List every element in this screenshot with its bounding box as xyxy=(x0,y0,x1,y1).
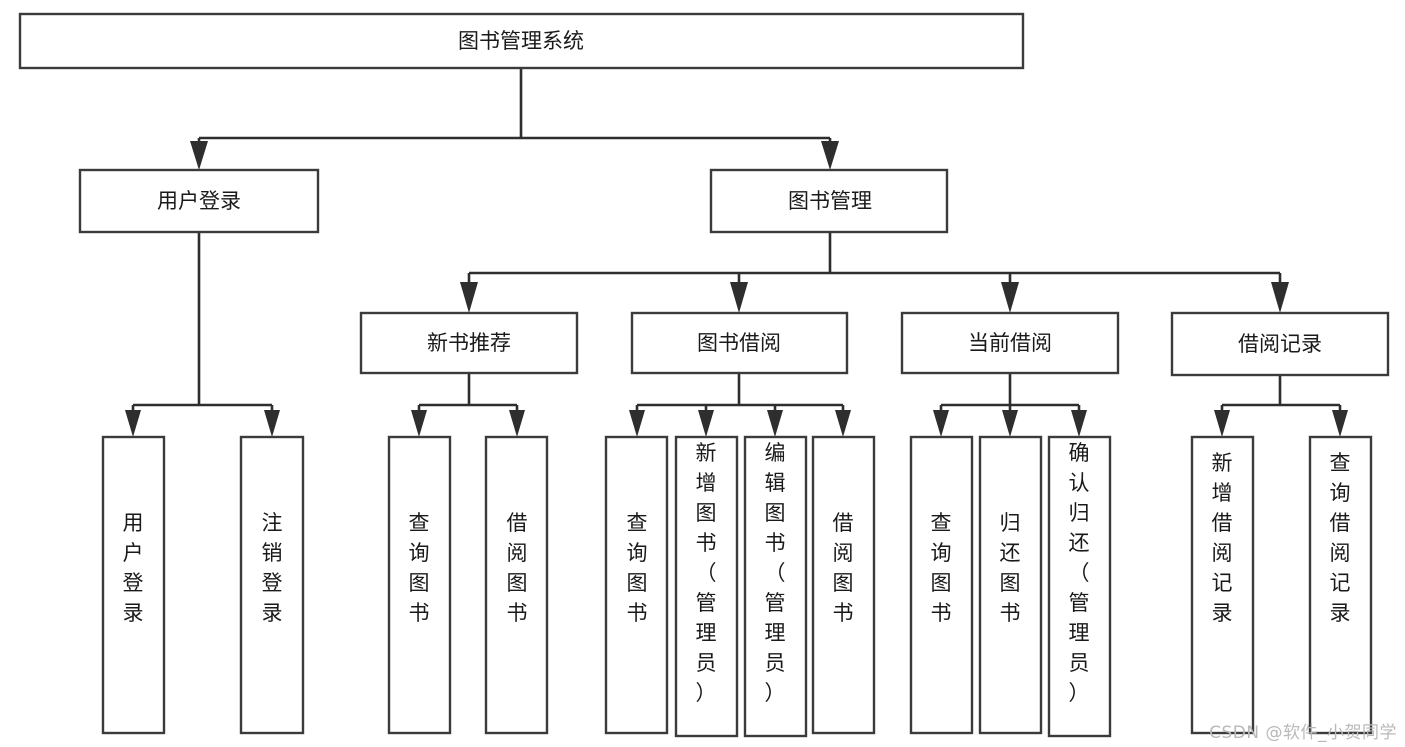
leaf-query-book-recommend-label: 查询图书 xyxy=(409,511,430,625)
leaf-confirm-return-admin-box[interactable] xyxy=(1047,435,1112,738)
arrow-head-leaf-return-book xyxy=(1002,410,1018,437)
arrow-head-leaf-edit-book xyxy=(767,410,783,437)
leaf-confirm-return-admin[interactable]: 确认归还（管理员） xyxy=(1047,435,1112,738)
leaf-query-book-current[interactable]: 查询图书 xyxy=(909,435,974,735)
arrow-head-user-login xyxy=(190,141,208,170)
leaf-user-login-box[interactable] xyxy=(101,435,166,735)
leaf-logout-box[interactable] xyxy=(239,435,305,735)
leaf-add-book-admin[interactable]: 新增图书（管理员） xyxy=(674,435,739,738)
leaf-borrow-book-recommend[interactable]: 借阅图书 xyxy=(484,435,549,735)
arrow-head-leaf-add-book xyxy=(698,410,714,437)
node-user-login-label: 用户登录 xyxy=(157,189,241,213)
node-user-login[interactable]: 用户登录 xyxy=(78,168,320,234)
arrow-head-leaf-query-book-3 xyxy=(933,410,949,437)
leaf-query-book-recommend-box[interactable] xyxy=(387,435,452,735)
leaf-logout[interactable]: 注销登录 xyxy=(239,435,305,735)
leaf-query-book-current-label: 查询图书 xyxy=(931,511,952,625)
arrow-head-leaf-add-record xyxy=(1214,410,1230,437)
leaf-edit-book-admin[interactable]: 编辑图书（管理员） xyxy=(743,435,808,738)
leaf-query-book-borrow-box[interactable] xyxy=(604,435,669,735)
node-borrow-record[interactable]: 借阅记录 xyxy=(1170,311,1390,377)
leaf-borrow-book[interactable]: 借阅图书 xyxy=(811,435,876,735)
leaf-add-borrow-record-label: 新增借阅记录 xyxy=(1212,451,1233,625)
arrow-head-book-mgmt xyxy=(821,141,839,170)
arrow-head-leaf-query-book-1 xyxy=(411,410,427,437)
arrow-head-new-book xyxy=(460,282,478,313)
arrow-head-book-borrow xyxy=(730,282,748,313)
node-new-book-recommend-box[interactable] xyxy=(359,311,579,375)
leaf-query-borrow-record-label: 查询借阅记录 xyxy=(1330,451,1351,625)
leaf-return-book[interactable]: 归还图书 xyxy=(978,435,1043,735)
node-user-login-box[interactable] xyxy=(78,168,320,234)
node-book-borrow-box[interactable] xyxy=(630,311,849,375)
arrow-head-leaf-confirm-return xyxy=(1071,410,1087,437)
leaf-query-book-current-box[interactable] xyxy=(909,435,974,735)
node-current-borrow-box[interactable] xyxy=(900,311,1120,375)
leaf-user-login-label: 用户登录 xyxy=(123,511,144,625)
leaf-user-login[interactable]: 用户登录 xyxy=(101,435,166,735)
leaf-borrow-book-recommend-label: 借阅图书 xyxy=(507,511,528,625)
leaf-edit-book-admin-box[interactable] xyxy=(743,435,808,738)
arrow-head-borrow-record xyxy=(1271,282,1289,313)
leaf-borrow-book-box[interactable] xyxy=(811,435,876,735)
arrow-head-leaf-borrow-book-2 xyxy=(835,410,851,437)
leaf-query-book-borrow-label: 查询图书 xyxy=(627,511,648,625)
watermark-label: CSDN @软件_小贺同学 xyxy=(1209,723,1397,743)
leaf-query-book-recommend[interactable]: 查询图书 xyxy=(387,435,452,735)
node-current-borrow[interactable]: 当前借阅 xyxy=(900,311,1120,375)
leaf-add-book-admin-label: 新增图书（管理员） xyxy=(696,441,717,705)
leaf-return-book-label: 归还图书 xyxy=(1000,511,1021,625)
node-book-management-box[interactable] xyxy=(709,168,949,234)
leaf-add-borrow-record[interactable]: 新增借阅记录 xyxy=(1190,435,1255,735)
node-book-borrow-label: 图书借阅 xyxy=(697,331,781,355)
node-root[interactable]: 图书管理系统 xyxy=(18,12,1025,70)
node-current-borrow-label: 当前借阅 xyxy=(968,331,1052,355)
node-book-borrow[interactable]: 图书借阅 xyxy=(630,311,849,375)
leaf-borrow-book-recommend-box[interactable] xyxy=(484,435,549,735)
arrow-head-leaf-query-record xyxy=(1332,410,1348,437)
leaf-logout-label: 注销登录 xyxy=(262,511,283,625)
node-borrow-record-label: 借阅记录 xyxy=(1238,332,1322,356)
node-new-book-recommend[interactable]: 新书推荐 xyxy=(359,311,579,375)
leaf-return-book-box[interactable] xyxy=(978,435,1043,735)
leaf-edit-book-admin-label: 编辑图书（管理员） xyxy=(765,441,786,705)
leaf-confirm-return-admin-label: 确认归还（管理员） xyxy=(1069,441,1090,705)
arrow-head-leaf-borrow-book-1 xyxy=(509,410,525,437)
node-book-management[interactable]: 图书管理 xyxy=(709,168,949,234)
connector-layer xyxy=(125,68,1348,437)
node-root-box[interactable] xyxy=(18,12,1025,70)
arrow-head-leaf-query-book-2 xyxy=(629,410,645,437)
node-new-book-recommend-label: 新书推荐 xyxy=(427,331,511,355)
node-borrow-record-box[interactable] xyxy=(1170,311,1390,377)
leaf-query-borrow-record[interactable]: 查询借阅记录 xyxy=(1308,435,1373,735)
leaf-borrow-book-label: 借阅图书 xyxy=(833,511,854,625)
leaf-query-book-borrow[interactable]: 查询图书 xyxy=(604,435,669,735)
node-book-management-label: 图书管理 xyxy=(788,189,872,213)
leaf-add-borrow-record-box[interactable] xyxy=(1190,435,1255,735)
arrow-head-leaf-user-login xyxy=(125,410,141,437)
arrow-head-current-borrow xyxy=(1001,282,1019,313)
leaf-add-book-admin-box[interactable] xyxy=(674,435,739,738)
leaf-query-borrow-record-box[interactable] xyxy=(1308,435,1373,735)
node-root-label: 图书管理系统 xyxy=(458,29,584,53)
arrow-head-leaf-logout xyxy=(264,410,280,437)
